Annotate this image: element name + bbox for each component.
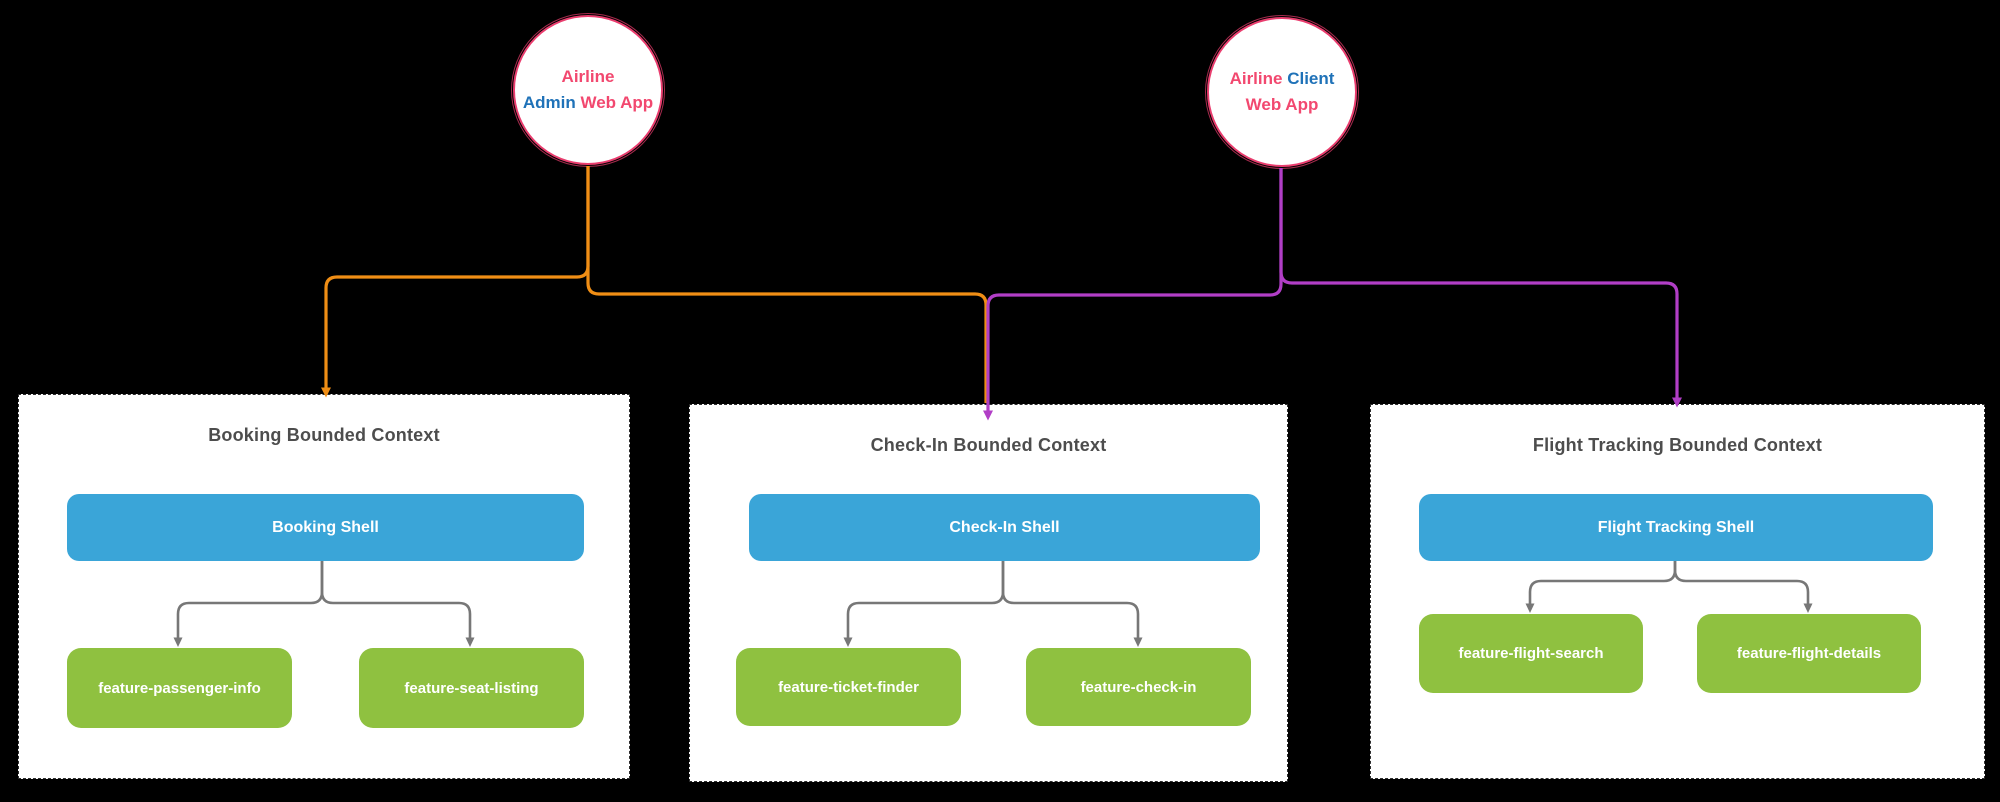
client-label-airline: Airline xyxy=(1229,68,1283,88)
feature-flight-search-node: feature-flight-search xyxy=(1419,614,1643,693)
booking-context-title: Booking Bounded Context xyxy=(208,425,440,445)
flight-tracking-context-title: Flight Tracking Bounded Context xyxy=(1532,435,1823,455)
admin-label-admin: Admin xyxy=(522,93,576,112)
check-in-shell-node: Check-In Shell xyxy=(749,494,1260,561)
edge-admin-to-booking xyxy=(321,166,590,398)
edge-client-to-check-in xyxy=(983,168,1283,421)
feature-seat-listing-node: feature-seat-listing xyxy=(359,648,584,728)
edge-admin-to-check-in xyxy=(586,166,988,403)
airline-client-app-label: Airline Client Web App xyxy=(1230,66,1335,119)
airline-admin-app-node: Airline Admin Web App xyxy=(511,13,665,167)
check-in-context-box: Check-In Bounded Context Check-In Shell … xyxy=(689,404,1288,782)
feature-flight-details-node: feature-flight-details xyxy=(1697,614,1921,693)
check-in-context-title: Check-In Bounded Context xyxy=(870,435,1107,455)
airline-client-app-node: Airline Client Web App xyxy=(1205,15,1359,169)
admin-label-webapp: Web App xyxy=(580,93,654,112)
feature-ticket-finder-node: feature-ticket-finder xyxy=(736,648,961,726)
flight-tracking-context-box: Flight Tracking Bounded Context Flight T… xyxy=(1370,404,1985,779)
client-label-webapp: Web App xyxy=(1245,95,1319,114)
edge-client-to-flight-tracking xyxy=(1279,168,1682,408)
airline-admin-app-label: Airline Admin Web App xyxy=(523,64,653,117)
admin-label-airline: Airline xyxy=(561,66,615,86)
client-label-client: Client xyxy=(1287,68,1335,88)
booking-shell-node: Booking Shell xyxy=(67,494,584,561)
feature-passenger-info-node: feature-passenger-info xyxy=(67,648,292,728)
feature-check-in-node: feature-check-in xyxy=(1026,648,1251,726)
booking-context-box: Booking Bounded Context Booking Shell fe… xyxy=(18,394,630,779)
flight-tracking-shell-node: Flight Tracking Shell xyxy=(1419,494,1933,561)
